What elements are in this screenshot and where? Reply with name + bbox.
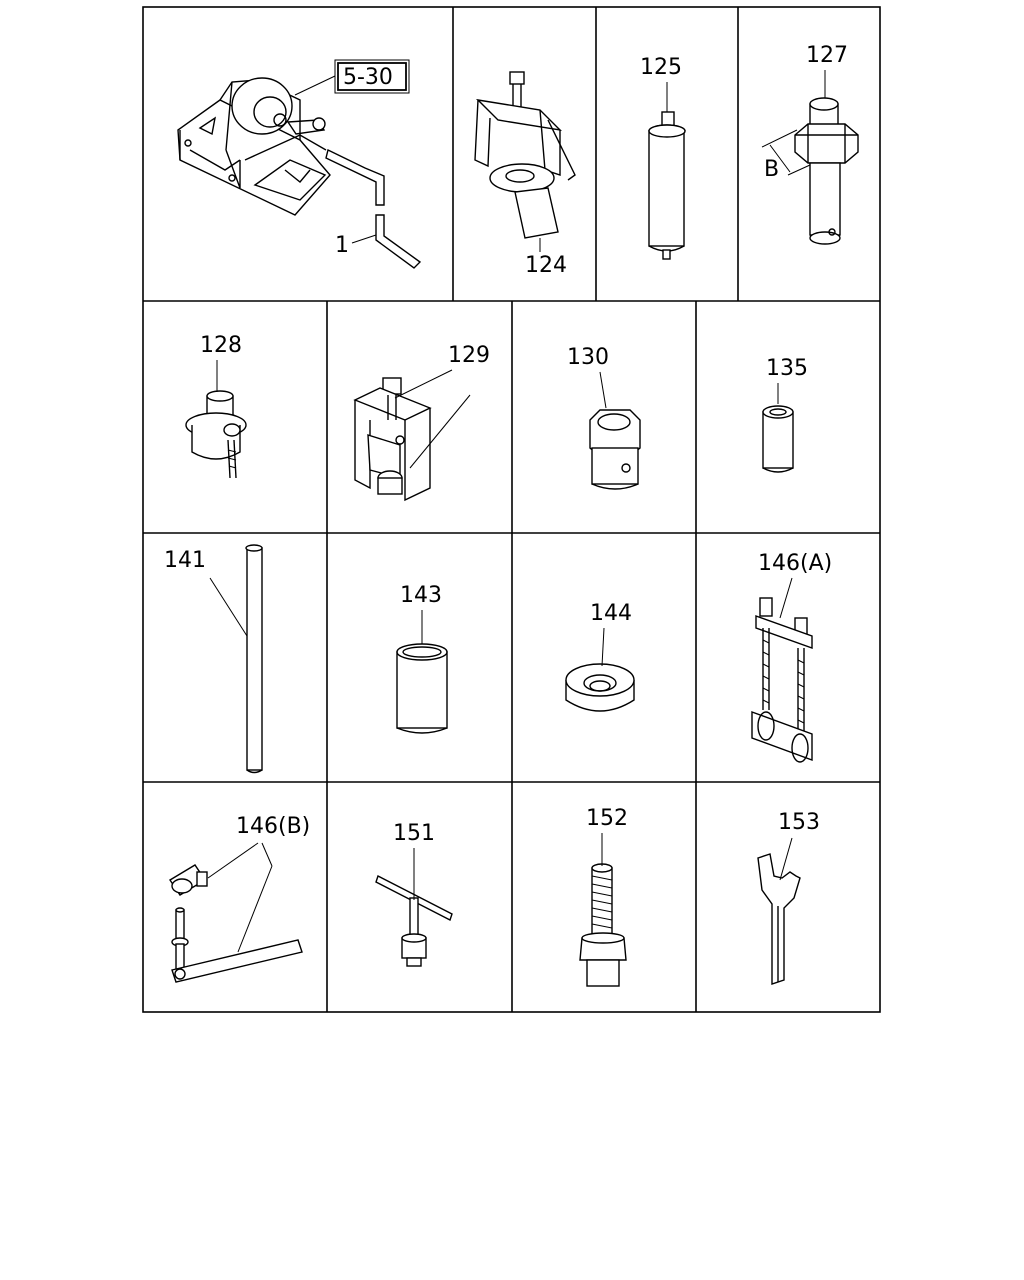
cell-146a: 146(A) (751, 551, 832, 763)
reference-box (337, 62, 407, 91)
sleeve-135-drawing (762, 405, 794, 473)
ring-144-drawing (565, 663, 635, 712)
reference-label: 5-30 (343, 65, 393, 90)
cell-130: 130 (567, 345, 641, 490)
winch-drawing (177, 77, 422, 269)
cell-153: 153 (757, 810, 820, 985)
cell-135: 135 (762, 356, 808, 473)
screw-152-drawing (579, 863, 627, 987)
part-label-127: 127 (806, 43, 848, 68)
part-label-125: 125 (640, 55, 682, 80)
sleeve-143-drawing (396, 643, 448, 734)
cell-151: 151 (375, 821, 453, 967)
cell-144: 144 (565, 601, 635, 712)
puller-drawing (474, 71, 576, 239)
part-label-152: 152 (586, 806, 628, 831)
cell-143: 143 (396, 583, 448, 734)
part-label-130: 130 (567, 345, 609, 370)
tool-128-drawing (185, 390, 247, 479)
part-label-1: 1 (335, 233, 349, 258)
part-label-124: 124 (525, 253, 567, 278)
cell-125: 125 (640, 55, 686, 260)
part-label-141: 141 (164, 548, 206, 573)
handle-146b-drawing (169, 864, 303, 983)
part-label-146b: 146(B) (236, 814, 310, 839)
cell-winch: 5-30 1 (177, 59, 422, 269)
cell-128: 128 (185, 333, 247, 479)
cell-127: B 127 (761, 43, 859, 245)
cell-124: 124 (474, 71, 576, 278)
part-label-129: 129 (448, 343, 490, 368)
socket-127-drawing (761, 97, 859, 245)
cell-129: 129 (353, 343, 490, 502)
part-label-143: 143 (400, 583, 442, 608)
cylinder-125-drawing (648, 111, 686, 260)
wrench-153-drawing (757, 853, 801, 985)
cell-141: 141 (164, 544, 263, 774)
cell-146b: 146(B) (169, 814, 310, 983)
dimension-b: B (764, 157, 779, 182)
rod-141-drawing (245, 544, 263, 774)
part-label-144: 144 (590, 601, 632, 626)
socket-130-drawing (589, 409, 641, 490)
cell-152: 152 (579, 806, 628, 987)
part-label-135: 135 (766, 356, 808, 381)
grid-lines (142, 6, 881, 1013)
part-label-153: 153 (778, 810, 820, 835)
part-label-146a: 146(A) (758, 551, 832, 576)
bolts-146a-drawing (751, 597, 813, 763)
puller-129-drawing (353, 377, 432, 502)
part-label-128: 128 (200, 333, 242, 358)
part-label-151: 151 (393, 821, 435, 846)
